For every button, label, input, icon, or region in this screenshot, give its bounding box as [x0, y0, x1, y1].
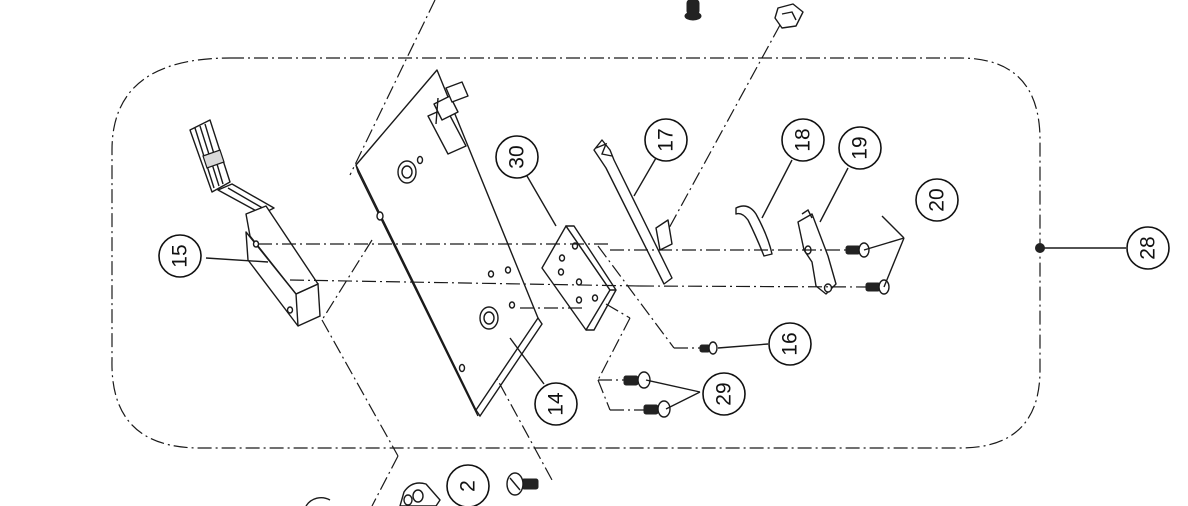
callout-16: 16 — [768, 322, 812, 366]
svg-text:20: 20 — [926, 188, 949, 211]
assembly-boundary — [111, 57, 1041, 449]
part-29-screw-lower — [643, 400, 671, 418]
leader-lines — [205, 157, 1126, 410]
callout-partial-bottom — [305, 497, 331, 506]
callout-14: 14 — [534, 382, 578, 426]
leader-bottom-left — [321, 239, 373, 321]
callout-20: 20 — [915, 178, 959, 222]
leader-top-right — [667, 24, 781, 231]
assembly-dot — [1035, 243, 1045, 253]
align-line-7 — [605, 303, 631, 319]
svg-text:15: 15 — [169, 244, 192, 267]
callout-15: 15 — [158, 234, 202, 278]
align-line-5 — [597, 245, 675, 349]
part-20-screw-upper — [845, 242, 870, 258]
callout-18: 18 — [781, 118, 825, 162]
callout-29: 29 — [702, 372, 746, 416]
part-2-screw — [506, 472, 539, 496]
align-line-2 — [289, 279, 641, 287]
part-29-screw-upper — [623, 371, 651, 389]
callout-28: 28 — [1126, 226, 1170, 270]
svg-text:30: 30 — [506, 145, 529, 168]
svg-text:29: 29 — [713, 382, 736, 405]
callout-30: 30 — [495, 135, 539, 179]
leader-top-left — [349, 0, 436, 176]
callout-19: 19 — [838, 126, 882, 170]
top-screw-part — [684, 0, 702, 21]
align-line-3 — [639, 285, 867, 288]
part-17-guide-strip — [593, 139, 673, 285]
svg-text:28: 28 — [1137, 236, 1160, 259]
svg-text:16: 16 — [779, 332, 802, 355]
bottom-washer-part — [399, 482, 441, 506]
svg-text:18: 18 — [792, 128, 815, 151]
align-line-10 — [597, 379, 611, 411]
leader-bottom-left-2 — [321, 319, 399, 457]
part-15-slide-bar — [189, 119, 321, 327]
svg-text:2: 2 — [457, 480, 480, 492]
svg-text:14: 14 — [545, 392, 568, 416]
svg-text:17: 17 — [655, 128, 678, 151]
part-19-bracket — [797, 208, 837, 295]
svg-text:19: 19 — [849, 136, 872, 159]
part-30-spacer-block — [541, 225, 617, 331]
part-18-spring-clip — [735, 205, 773, 257]
top-nut-part — [774, 3, 804, 29]
callout-17: 17 — [644, 118, 688, 162]
leader-bottom-left-3 — [371, 455, 399, 506]
callout-2: 2 — [446, 464, 490, 506]
align-line-8 — [597, 317, 631, 381]
part-16-screw — [699, 341, 718, 355]
part-14-main-plate — [355, 69, 543, 418]
